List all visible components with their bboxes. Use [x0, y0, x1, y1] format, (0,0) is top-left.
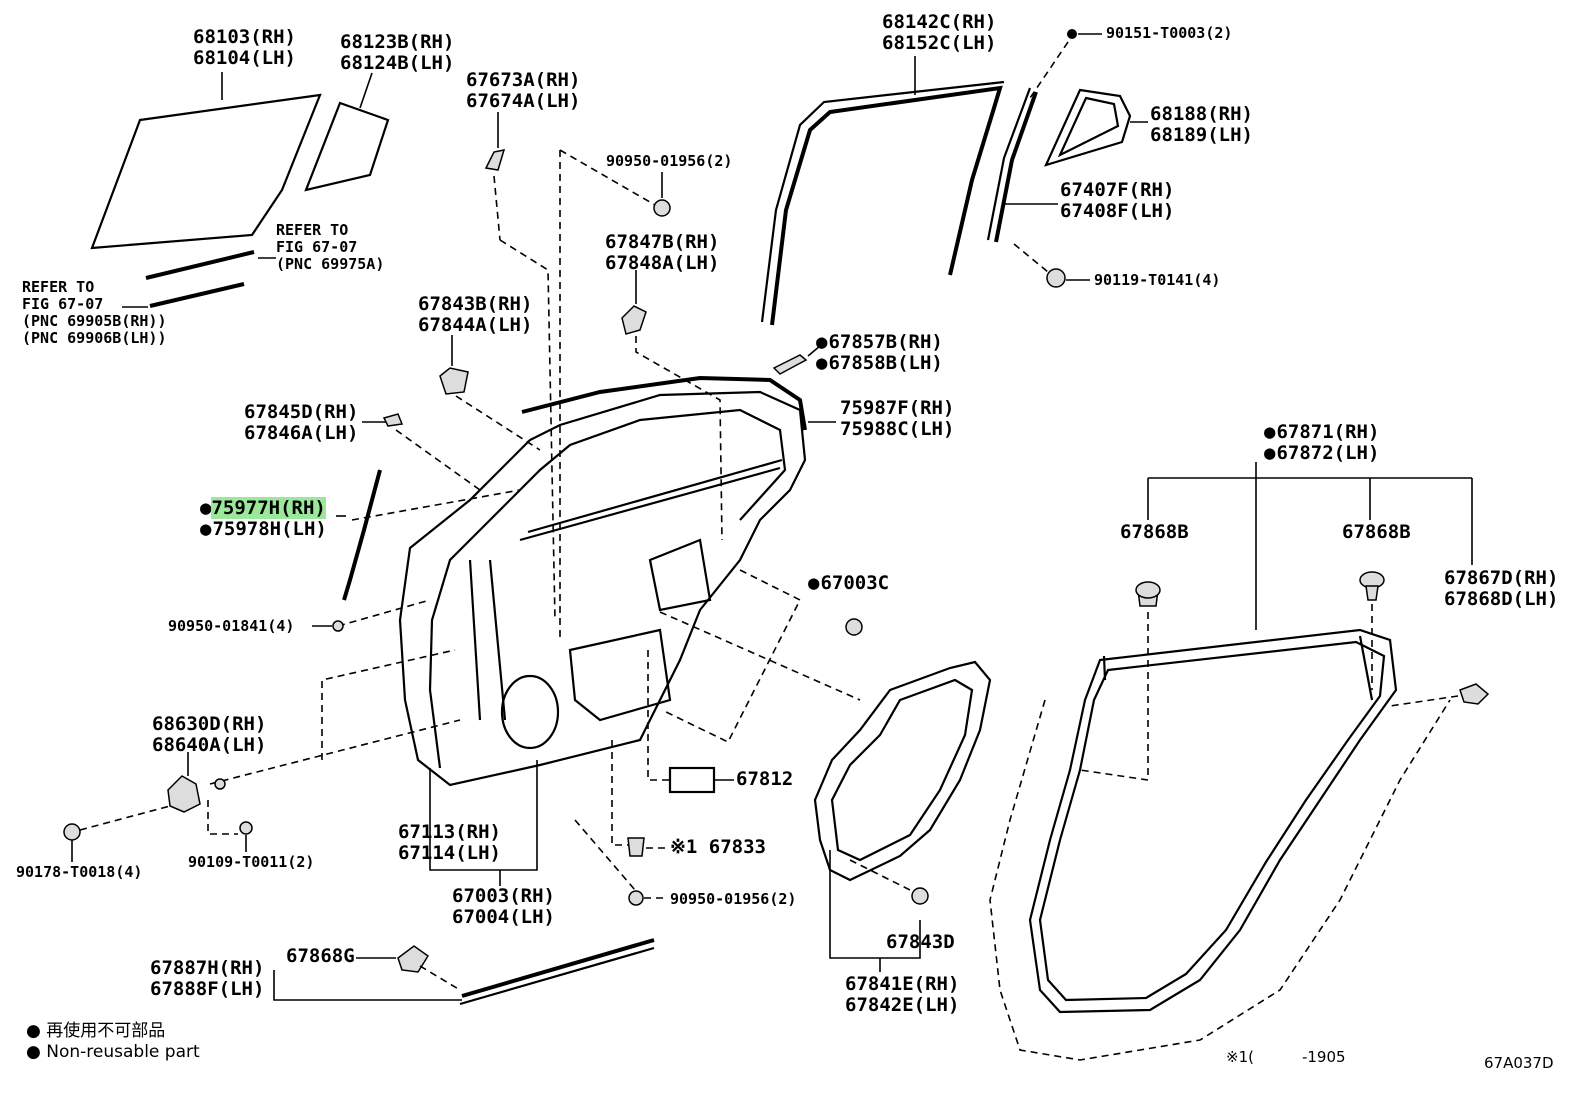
footnote: ※1(-1905: [1226, 1048, 1346, 1066]
label-67003c: 67003C: [808, 573, 889, 594]
label-68188: 68188(RH)68189(LH): [1150, 103, 1253, 146]
bolt-icon-3: [239, 821, 253, 835]
nut-icon-3: [63, 823, 81, 841]
clip-icon-2: [772, 354, 808, 375]
grommet-icon: [332, 620, 344, 632]
screw-icon: [1067, 29, 1077, 39]
label-67673a: 67673A(RH)67674A(LH): [466, 69, 581, 112]
label-68103: 68103(RH)68104(LH): [193, 26, 296, 69]
legend-en: ● Non-reusable part: [26, 1042, 200, 1062]
division-bar: [994, 91, 1038, 243]
label-67867d: 67867D(RH)67868D(LH): [1444, 567, 1559, 610]
legend-jp: ● 再使用不可部品: [26, 1021, 166, 1041]
label-67887h: 67887H(RH)67888F(LH): [150, 957, 265, 1000]
label-67845d: 67845D(RH)67846A(LH): [244, 401, 359, 444]
label-67812: 67812: [736, 768, 794, 790]
label-67868g: 67868G: [286, 945, 355, 967]
clip-icon: [484, 149, 506, 171]
nut-icon-2: [845, 618, 863, 636]
door-glass: [90, 93, 322, 250]
label-67847b: 67847B(RH)67848A(LH): [605, 231, 720, 274]
label-67871: 67871(RH)67872(LH): [1264, 422, 1379, 464]
belt-molding-upper: [145, 250, 255, 280]
nut-icon: [653, 199, 671, 217]
label-90109: 90109-T0011(2): [188, 853, 315, 871]
label-90950-01841: 90950-01841(4): [168, 617, 295, 635]
lower-door-molding: [461, 938, 655, 998]
nut-icon-4: [628, 890, 644, 906]
clip-icon-4: [627, 837, 645, 857]
door-upper-weatherstrip: [521, 375, 807, 431]
label-pad: [668, 766, 716, 794]
bolt-icon: [1046, 268, 1066, 288]
glass-run-channel: [770, 85, 1003, 326]
speaker-hole: [500, 674, 560, 750]
service-hole-cover: [813, 660, 992, 882]
belt-molding-lower: [149, 282, 245, 308]
label-90178: 90178-T0018(4): [16, 863, 143, 881]
label-67868b-right: 67868B: [1342, 521, 1411, 543]
diagram-code: 67A037D: [1484, 1054, 1554, 1072]
bracket-icon: [439, 367, 469, 395]
label-67113: 67113(RH)67114(LH): [398, 821, 501, 864]
label-68123b: 68123B(RH)68124B(LH): [340, 31, 455, 74]
label-67833: ※1 67833: [670, 836, 766, 858]
clip-icon-5: [911, 887, 929, 905]
label-90950-01956-top: 90950-01956(2): [606, 152, 733, 170]
label-90950-01956-bottom: 90950-01956(2): [670, 890, 797, 908]
clip-icon-9: [1459, 683, 1490, 705]
stopper-icon: [621, 305, 647, 335]
label-75977h: ●75977H(RH)75978H(LH): [200, 497, 327, 540]
label-67841e: 67841E(RH)67842E(LH): [845, 973, 960, 1016]
label-90151: 90151-T0003(2): [1106, 24, 1233, 42]
door-weatherstrip: [1028, 628, 1398, 1014]
label-68142c: 68142C(RH)68152C(LH): [882, 11, 997, 54]
label-67003: 67003(RH)67004(LH): [452, 885, 555, 928]
label-68630d: 68630D(RH)68640A(LH): [152, 713, 267, 756]
hinge-icon: [167, 775, 201, 813]
quarter-glass: [304, 101, 390, 192]
door-frame-molding: [342, 469, 382, 601]
door-shell: [398, 390, 807, 787]
label-90119: 90119-T0141(4): [1094, 271, 1221, 289]
bolt-icon-2: [214, 778, 226, 790]
label-67857b: 67857B(RH)67858B(LH): [816, 332, 942, 374]
rear-quarter-glass: [1043, 88, 1132, 167]
label-67407f: 67407F(RH)67408F(LH): [1060, 179, 1175, 222]
label-67868b-left: 67868B: [1120, 521, 1189, 543]
label-67843b: 67843B(RH)67844A(LH): [418, 293, 533, 336]
label-75987f: 75987F(RH)75988C(LH): [840, 397, 955, 440]
clip-icon-3: [382, 413, 404, 427]
label-67843d: 67843D: [886, 931, 955, 953]
